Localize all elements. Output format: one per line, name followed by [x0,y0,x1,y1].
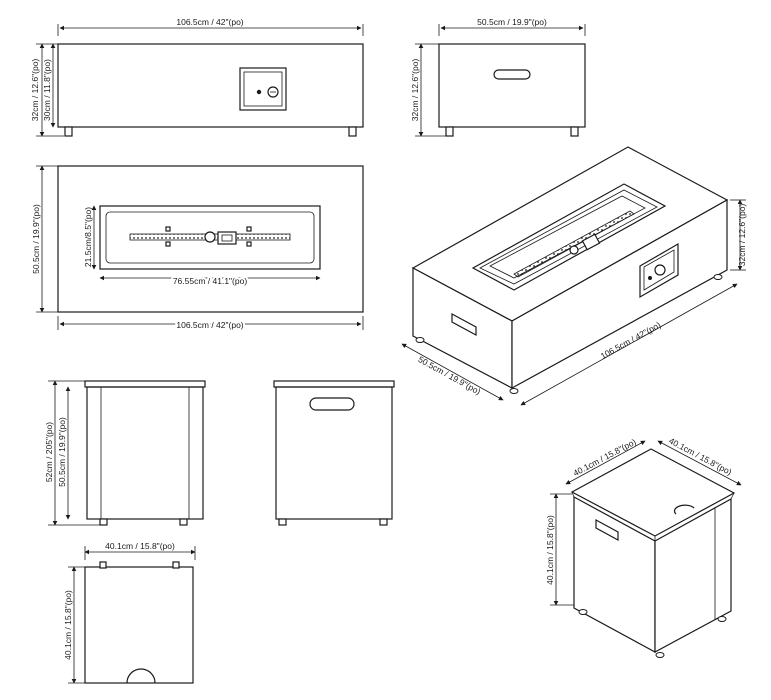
burner-icon [513,210,635,278]
foot [445,126,454,137]
burner-tray [99,205,321,270]
tank-lid [84,380,206,388]
handle-slot-icon [309,397,355,411]
tank-hatch [673,504,695,515]
tank-hatch [126,668,156,684]
burner-depth-label: 21.5cm/8.5"(po) [83,207,93,267]
tank-top [84,566,194,684]
tank-top-depth-label: 40.1cm / 15.8"(po) [63,590,73,660]
handle-slot-icon [451,312,477,337]
tank-lid [273,380,395,388]
igniter-button-icon [256,89,262,95]
burner-width-label: 76.55cm / 41.1"(po) [173,276,248,286]
tank-top-view: 40.1cm / 15.8"(po) 40.1cm / 15.8"(po) [63,541,196,684]
handle-slot-icon [595,518,619,542]
plan-view: 21.5cm/8.5"(po) 76.55cm / 41.1"(po) 50.5… [31,165,364,332]
tank-iso-view: 40.1cm / 15.8"(po) 40.1cm / 15.8"(po) 40… [545,436,742,658]
front-height-body-label: 30cm / 11.8"(po) [42,59,52,121]
side-height-label: 32cm / 12.6"(po) [410,59,420,122]
handle-slot-icon [493,69,531,80]
control-knob-icon [654,264,666,276]
control-panel [239,67,287,111]
foot [64,126,73,137]
plan-width-label: 106.5cm / 42"(po) [176,320,243,330]
tank-iso-right-face [654,497,732,654]
side-width-label: 50.5cm / 19.9"(po) [477,17,547,27]
tank-height-total-label: 52cm / 205"(po) [44,422,54,482]
tank-body [275,386,393,520]
front-height-total-label: 32cm / 12.6"(po) [30,59,40,122]
front-width-label: 106.5cm / 42"(po) [176,17,243,27]
iso-height-label: 32cm / 12.6"(po) [737,204,747,267]
plan-body [57,165,364,313]
tank-iso-height-label: 40.1cm / 15.8"(po) [545,515,555,585]
tank-height-body-label: 50.5cm / 19.9"(po) [57,417,67,487]
side-view: 50.5cm / 19.9"(po) 32cm / 12.6"(po) [410,17,586,137]
tank-front-view: 52cm / 205"(po) 50.5cm / 19.9"(po) [44,380,206,526]
iso-fire-pit: 32cm / 12.6"(po) 106.5cm / 42"(po) 50.5c… [401,146,747,406]
tank-side-view [273,380,395,526]
burner-icon [129,226,291,247]
front-body [57,43,364,128]
plan-depth-label: 50.5cm / 19.9"(po) [31,204,41,274]
foot [348,126,357,137]
igniter-button-icon [648,276,652,280]
foot [570,126,579,137]
tank-body [86,386,204,520]
side-body [438,43,586,128]
control-knob-icon [267,86,279,98]
front-view: 106.5cm / 42"(po) 32cm / 12.6"(po) 30cm … [30,17,364,137]
tank-top-width-label: 40.1cm / 15.8"(po) [105,541,175,551]
